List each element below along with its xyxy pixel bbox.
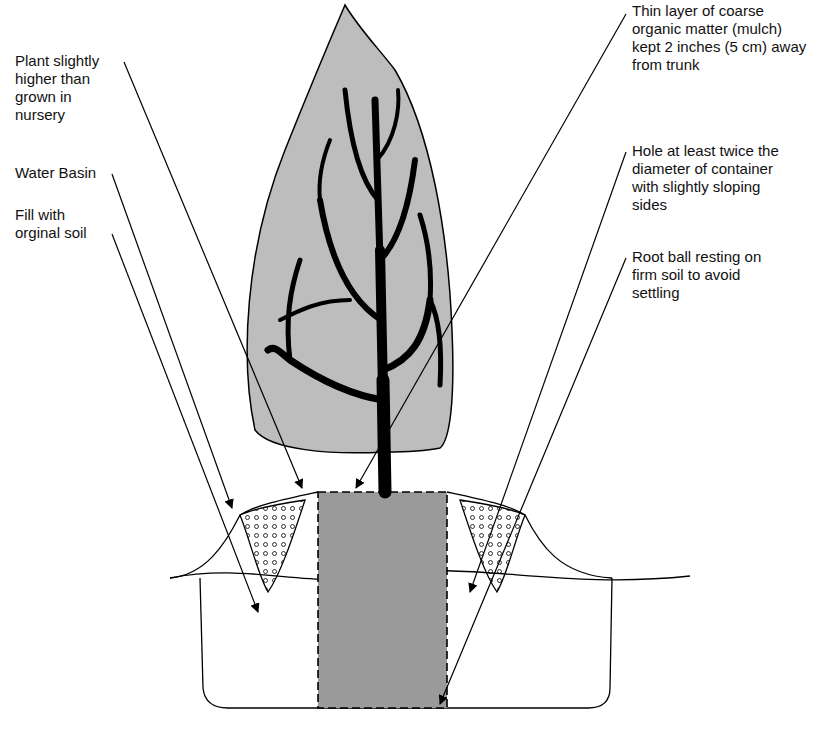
callout-label: Hole at least twice the diameter of cont… [632,142,782,214]
root-ball [318,492,447,708]
callout-label: Water Basin [15,164,110,182]
callout-label: Plant slightly higher than grown in nurs… [15,52,120,124]
leader-lines [112,14,626,704]
water-basin [240,500,305,592]
callout-label: Root ball resting on firm soil to avoid … [632,248,782,302]
tree-branches [268,90,441,492]
callout-label: Thin layer of coarse organic matter (mul… [632,2,808,74]
tree-crown [247,5,453,453]
callout-label: Fill with orginal soil [15,206,110,242]
